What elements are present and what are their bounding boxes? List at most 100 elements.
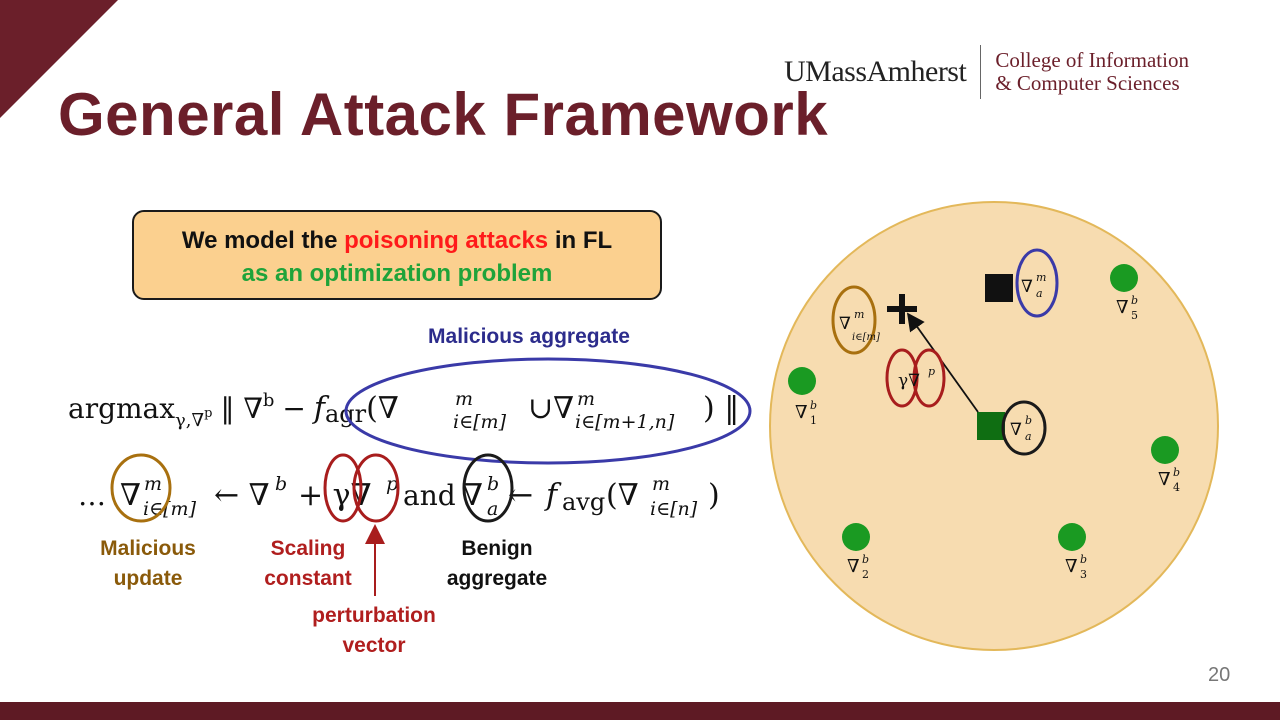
eq1-argmax-sub: γ,∇ — [175, 410, 204, 431]
benign-label-2: ∇ — [847, 556, 860, 577]
benign-node-labels: ∇ b 1 ∇ b 2 ∇ b 3 ∇ b 4 ∇ b 5 — [795, 294, 1180, 581]
benign-label-1: ∇ — [795, 402, 808, 423]
eq1-m2-sup: m — [577, 388, 595, 410]
label-scaling-line2: constant — [264, 567, 352, 590]
benign-label-3-sub: 3 — [1080, 568, 1087, 581]
scaling-ellipse — [323, 453, 363, 523]
eq2-arrow1: ← ∇ — [214, 478, 270, 513]
scaled-perturbation-ellipse-2 — [912, 348, 946, 408]
logo-college: College of Information & Computer Scienc… — [995, 49, 1189, 95]
benign-aggregate-sup: b — [1025, 414, 1032, 427]
label-perturbation-vector: perturbation vector — [304, 601, 444, 661]
malicious-update-sub: i∈[m] — [852, 332, 880, 343]
benign-aggregate-label: ∇ — [1010, 420, 1022, 440]
perturbation-ellipse — [352, 453, 400, 523]
eq1-union: ∪∇ — [528, 391, 574, 426]
eq1-norm-open: ‖ ∇ — [220, 392, 262, 425]
label-benign-line1: Benign — [461, 537, 533, 560]
callout-text-2: in FL — [548, 227, 613, 254]
label-malicious-update: Malicious update — [84, 534, 212, 594]
benign-label-2-sup: b — [862, 553, 869, 566]
malicious-aggregate-sub: a — [1036, 287, 1043, 300]
eq2-m-sup: m — [144, 473, 162, 495]
eq2-n-sub: i∈[n] — [650, 498, 698, 520]
malicious-update-label: ∇ — [839, 314, 851, 334]
benign-label-4-sup: b — [1173, 466, 1180, 479]
bottom-bar — [0, 702, 1280, 720]
slide-title: General Attack Framework — [58, 81, 829, 148]
malicious-aggregate-marker-ellipse — [1015, 248, 1059, 318]
label-malicious-update-line2: update — [113, 567, 183, 590]
eq1-argmax-sub-sup: p — [204, 406, 212, 421]
eq1-paren-close: ) ‖ — [703, 391, 739, 426]
logo-divider — [980, 45, 982, 99]
eq1-m2-sub: i∈[m+1,n] — [575, 411, 675, 433]
label-perturbation-line2: vector — [342, 634, 406, 657]
benign-label-4: ∇ — [1158, 469, 1171, 490]
benign-node-3 — [1058, 523, 1086, 551]
label-perturbation-line1: perturbation — [312, 604, 436, 627]
benign-aggregate-square — [977, 412, 1005, 440]
scaled-perturbation-label: γ∇ — [898, 371, 920, 391]
malicious-update-ellipse — [110, 453, 172, 523]
eq2-and: and — [403, 479, 456, 512]
label-scaling-constant: Scaling constant — [252, 534, 364, 594]
corner-accent — [0, 0, 118, 118]
scaled-perturbation-ellipse-1 — [885, 348, 919, 408]
benign-label-3-sup: b — [1080, 553, 1087, 566]
benign-label-5-sup: b — [1131, 294, 1138, 307]
benign-node-5 — [1110, 264, 1138, 292]
eq2-p-sup: p — [386, 473, 398, 495]
label-malicious-update-line1: Malicious — [100, 537, 196, 560]
eq1-paren-open: (∇ — [366, 391, 399, 426]
eq2-a-sup: b — [487, 473, 499, 495]
eq2-nabla: ∇ — [120, 478, 141, 513]
malicious-update-plus-v — [899, 294, 905, 324]
eq1-minus: − — [282, 392, 305, 425]
eq2-b-sup: b — [275, 473, 287, 495]
benign-aggregate-marker-ellipse — [1001, 400, 1047, 456]
malicious-aggregate-ellipse — [344, 357, 752, 465]
page-number: 20 — [1208, 664, 1231, 686]
label-malicious-aggregate: Malicious aggregate — [428, 325, 630, 348]
benign-node-1 — [788, 367, 816, 395]
label-scaling-line1: Scaling — [270, 537, 346, 560]
callout-highlight: poisoning attacks — [344, 227, 549, 254]
logo-college-line2: & Computer Sciences — [995, 71, 1180, 95]
malicious-aggregate-sup: m — [1036, 271, 1046, 284]
scaled-perturbation-sup: p — [928, 365, 935, 378]
eq2-paren-open: (∇ — [606, 478, 639, 513]
benign-label-2-sub: 2 — [862, 568, 869, 581]
label-benign-line2: aggregate — [446, 567, 548, 590]
eq1-m1-sub: i∈[m] — [453, 411, 507, 433]
label-benign-aggregate: Benign aggregate — [432, 534, 562, 594]
logo-college-line1: College of Information — [995, 48, 1189, 72]
benign-label-5: ∇ — [1116, 297, 1129, 318]
benign-aggregate-ellipse — [462, 453, 514, 523]
eq2-m-sub: i∈[m] — [143, 498, 197, 520]
callout-text-1: We model the — [181, 227, 345, 254]
equation-objective: argmaxγ,∇p‖ ∇b−fagr(∇ m i∈[m] ∪∇ m i∈[m+… — [68, 388, 739, 433]
eq2-paren-close: ) — [708, 478, 720, 513]
university-logo: UMassAmherst College of Information & Co… — [784, 44, 1189, 100]
malicious-update-marker-ellipse — [831, 285, 877, 355]
eq1-argmax: argmax — [68, 392, 175, 425]
eq1-b-sup: b — [263, 390, 275, 411]
callout-box: We model the poisoning attacks in FL as … — [132, 210, 662, 300]
benign-node-4 — [1151, 436, 1179, 464]
logo-wordmark: UMassAmherst — [784, 55, 967, 88]
malicious-update-sup: m — [854, 308, 864, 321]
eq1-m1-sup: m — [455, 388, 473, 410]
eq2-a-sub: a — [487, 498, 498, 520]
eq2-dots: … — [78, 479, 106, 512]
malicious-aggregate-square — [985, 274, 1013, 302]
benign-node-2 — [842, 523, 870, 551]
callout-text-3: as an optimization problem — [241, 260, 553, 287]
benign-label-4-sub: 4 — [1173, 481, 1180, 494]
benign-label-1-sup: b — [810, 399, 817, 412]
benign-label-3: ∇ — [1065, 556, 1078, 577]
eq2-n-sup: m — [652, 473, 670, 495]
benign-label-5-sub: 5 — [1131, 309, 1138, 322]
svg-text:argmaxγ,∇p‖ ∇b−fagr(∇: argmaxγ,∇p‖ ∇b−fagr(∇ — [68, 390, 399, 431]
